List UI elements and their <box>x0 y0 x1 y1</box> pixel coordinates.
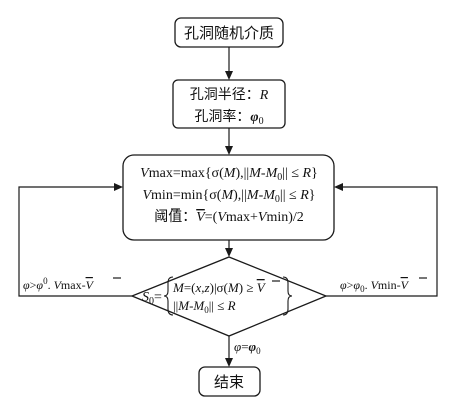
node-thresholds-box <box>122 154 335 241</box>
arrowhead <box>225 71 233 80</box>
node-params-line-radius: 孔洞半径：R <box>190 87 269 103</box>
arrowhead <box>114 183 123 191</box>
node-thresholds-vmax: Vmax=max{σ(M),||M-M0|| ≤ R} <box>140 166 318 183</box>
node-decision-diamond <box>130 256 328 337</box>
arrowhead <box>334 183 343 191</box>
node-end-label: 结束 <box>214 373 244 391</box>
node-start: 孔洞随机介质 <box>174 17 284 48</box>
node-decision: S0= M=(x,z)|σ(M) ≥ V ||M-M0|| ≤ R <box>130 256 328 337</box>
node-thresholds-vmin: Vmin=min{σ(M),||M-M0|| ≤ R} <box>142 188 315 205</box>
node-params-box <box>172 79 286 129</box>
edge-label-bottom: φ=φ0 <box>234 339 261 356</box>
node-start-label: 孔洞随机介质 <box>184 24 274 42</box>
node-thresholds: Vmax=max{σ(M),||M-M0|| ≤ R} Vmin=min{σ(M… <box>122 154 335 241</box>
node-thresholds-mean: 阈值：V=(Vmax+Vmin)/2 <box>154 209 304 225</box>
node-end: 结束 <box>198 366 261 397</box>
node-start-box <box>174 17 284 48</box>
thresholds-vbar: V <box>196 210 206 225</box>
edge-label-left: φ>φ0. Vmax-V <box>23 276 95 292</box>
decision-left-brace <box>163 276 174 316</box>
node-params-line-porosity: 孔洞率：φ0 <box>194 108 263 127</box>
node-end-box <box>198 366 261 397</box>
arrowhead <box>225 146 233 155</box>
decision-s0: S0= <box>142 290 162 307</box>
decision-row1: M=(x,z)|σ(M) ≥ V <box>172 280 267 295</box>
decision-right-brace <box>282 276 293 316</box>
arrowhead <box>225 248 233 257</box>
node-params: 孔洞半径：R 孔洞率：φ0 <box>172 79 286 129</box>
decision-row2: ||M-M0|| ≤ R <box>173 298 236 315</box>
edges <box>18 47 438 367</box>
arrowhead <box>225 358 233 367</box>
edge-left-loop <box>18 186 132 297</box>
edge-label-right: φ>φ0. Vmin-V <box>340 278 410 294</box>
edge-right-loop <box>326 186 438 297</box>
